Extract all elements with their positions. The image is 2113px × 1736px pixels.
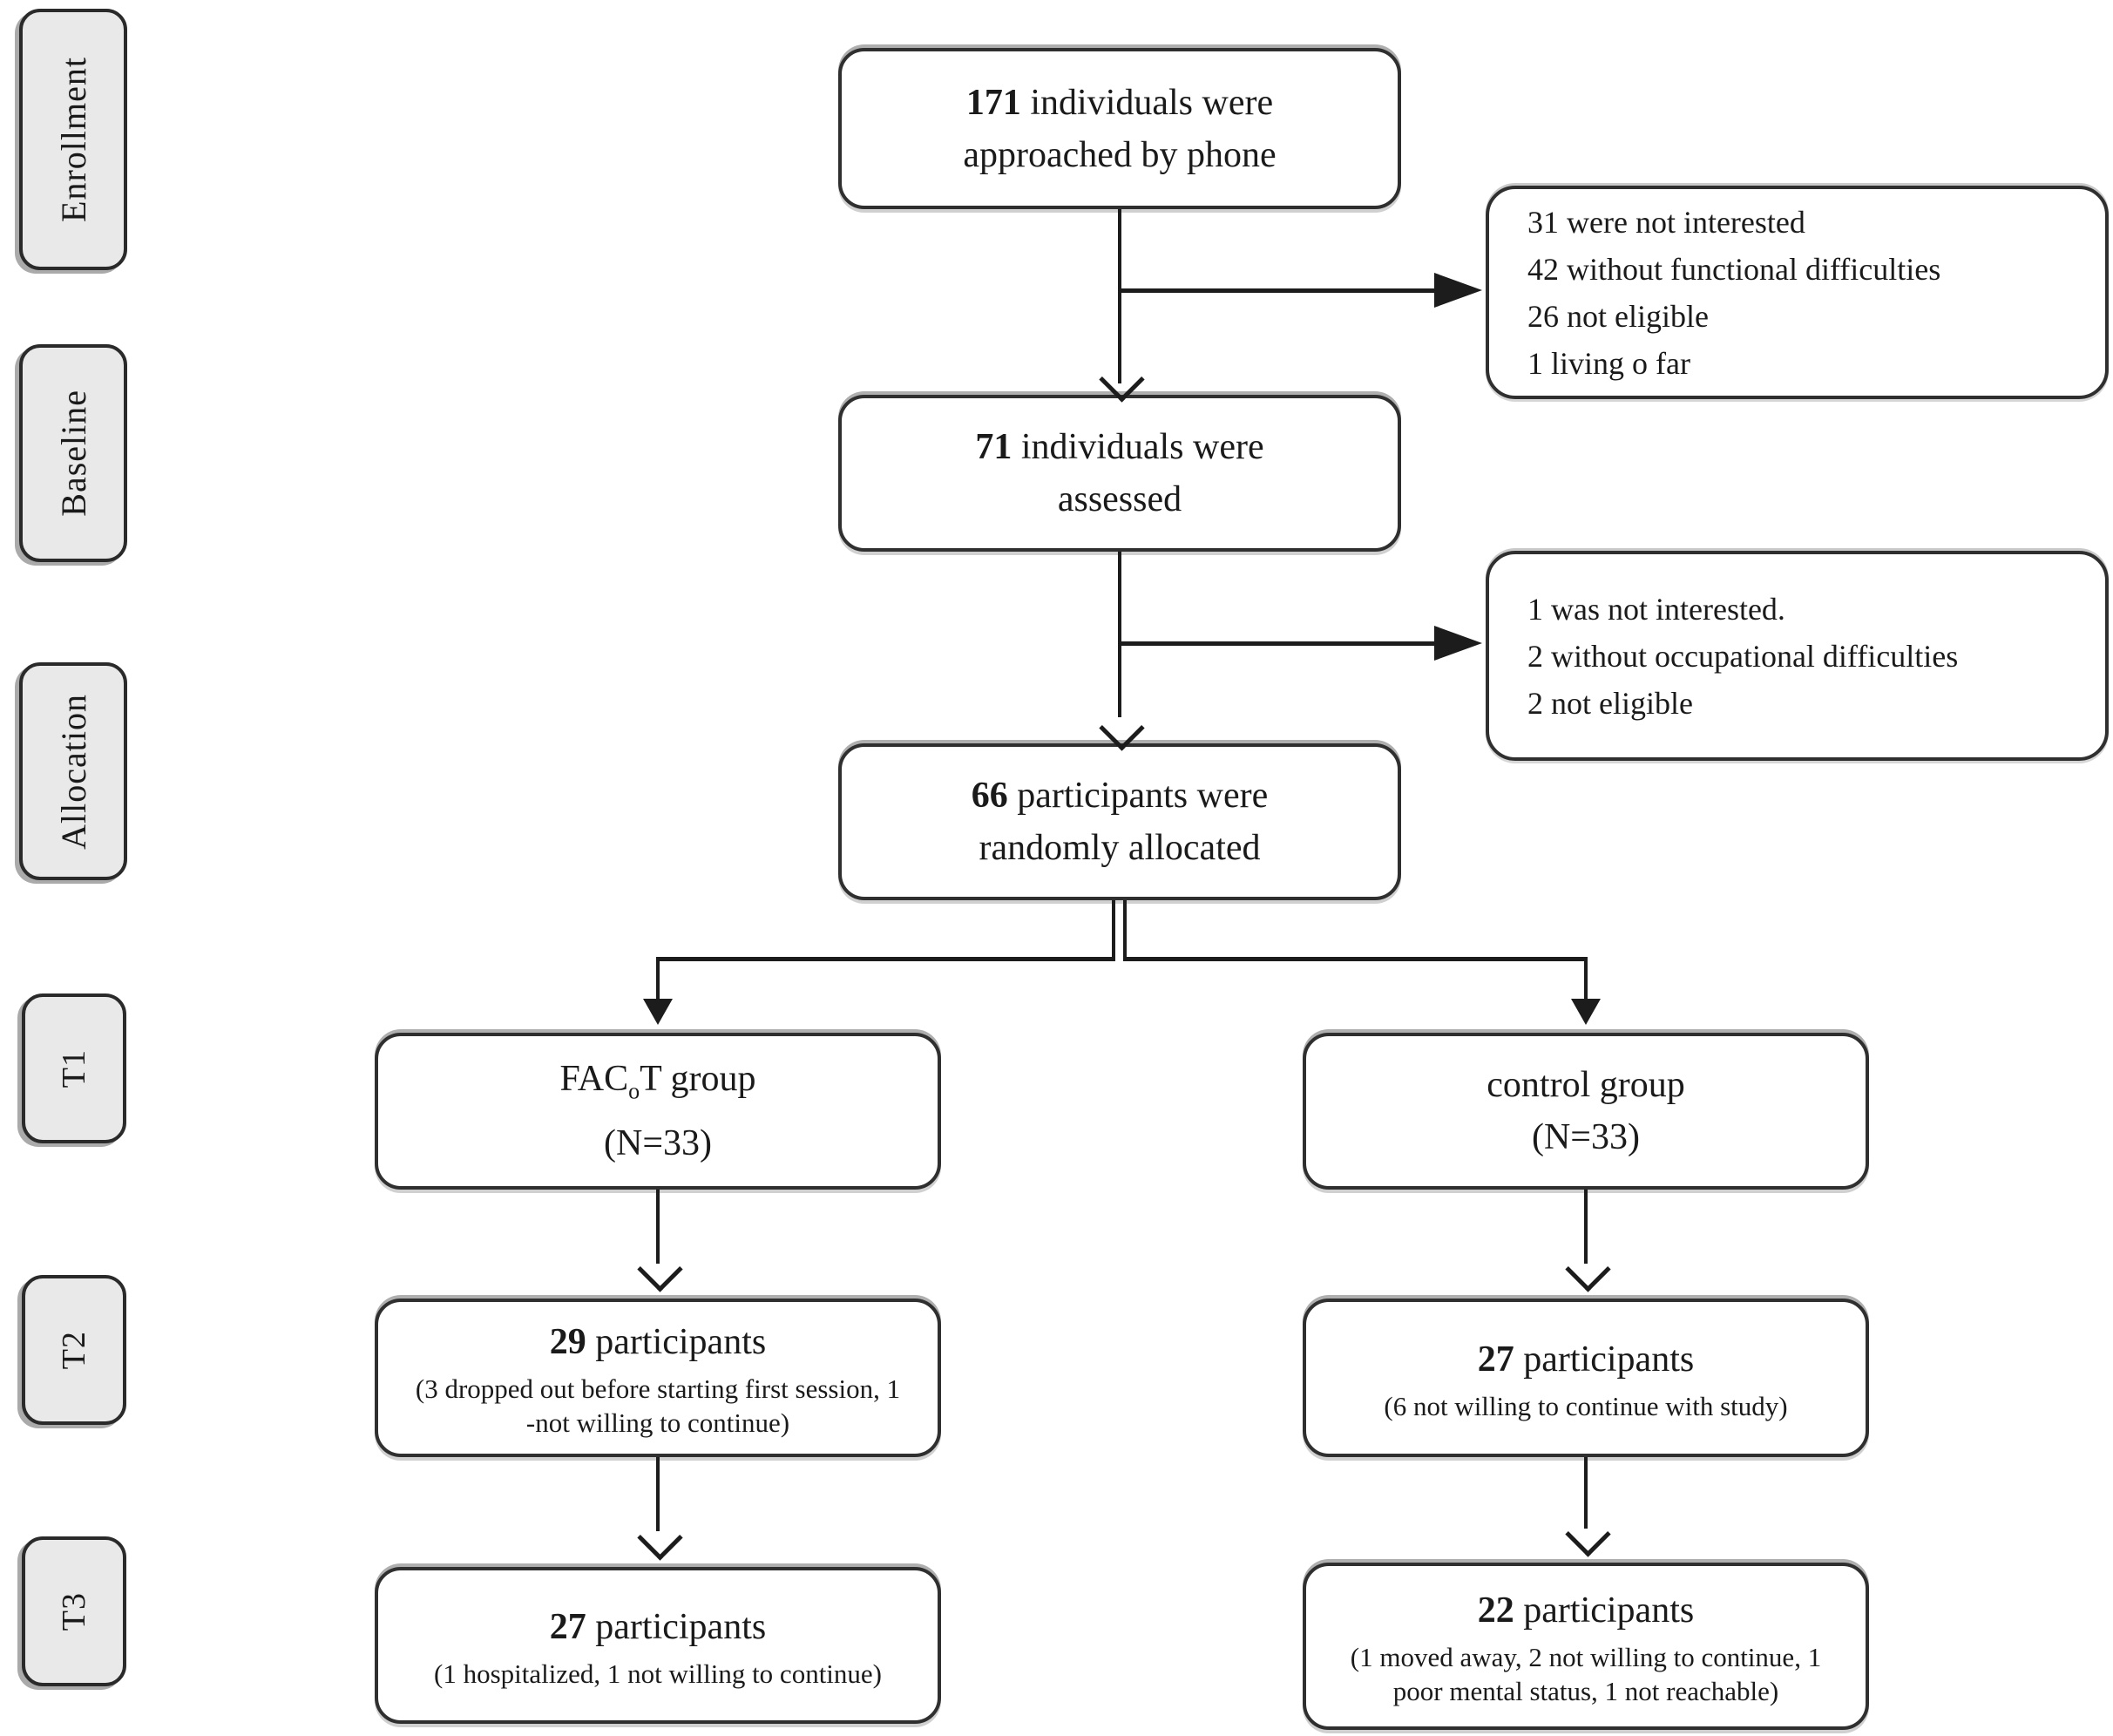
connector-drop-control [1584,957,1588,1000]
assessed-text: 71 individuals were assessed [975,421,1263,526]
facot-name-sub: o [628,1078,640,1104]
assessed-rest: individuals were [1020,427,1264,467]
exclusion-line: 2 not eligible [1527,685,1693,721]
box-facot-t2: 29 participants (3 dropped out before st… [375,1299,941,1457]
exclusion-line: 2 without occupational difficulties [1527,638,1959,674]
facot-group-name: FACoT group (N=33) [560,1053,756,1170]
stage-label-enrollment: Enrollment [53,57,93,222]
stage-label-allocation: Allocation [53,693,93,850]
control-group-n: (N=33) [1531,1117,1640,1157]
approached-rest: individuals were [1030,82,1274,123]
stage-label-t3: T3 [56,1591,92,1631]
connector-allocation-split-left-line [1112,900,1115,961]
box-facot-t3: 27 participants (1 hospitalized, 1 not w… [375,1567,941,1724]
box-control-t2: 27 participants (6 not willing to contin… [1303,1299,1869,1457]
connector-to-baseline-exclusions [1120,641,1438,646]
control-t3-note: (1 moved away, 2 not willing to continue… [1350,1642,1822,1706]
allocated-count: 66 [971,776,1008,816]
box-control-group: control group (N=33) [1303,1033,1869,1190]
stage-label-baseline: Baseline [53,390,93,517]
arrowhead-down-facot-t2 [637,1246,683,1292]
connector-assessed-to-allocated [1118,552,1121,717]
facot-group-n: (N=33) [604,1123,712,1164]
facot-t3-count: 27 [549,1606,586,1647]
arrowhead-right-baseline-exclusions [1434,626,1482,661]
facot-name-post: T group [640,1058,756,1099]
arrowhead-right-enrollment-exclusions [1434,273,1482,308]
connector-approached-to-assessed [1118,209,1121,383]
connector-drop-facot [656,957,660,1000]
connector-facot-t2-to-t3 [656,1457,660,1531]
stage-box-t1: T1 [22,993,126,1143]
control-t2-count: 27 [1477,1339,1514,1380]
exclusion-line: 1 was not interested. [1527,591,1785,627]
stage-box-allocation: Allocation [19,662,127,880]
assessed-line2: assessed [1057,479,1182,519]
control-t2-headline: 27 participants [1478,1333,1694,1386]
box-control-t3: 22 participants (1 moved away, 2 not wil… [1303,1563,1869,1730]
connector-to-enrollment-exclusions [1120,288,1438,293]
connector-control-t2-to-t3 [1584,1457,1588,1529]
facot-t2-headline: 29 participants [550,1316,766,1368]
exclusion-line: 26 not eligible [1527,298,1709,334]
control-t3-rest: participants [1523,1590,1695,1631]
stage-box-t3: T3 [22,1536,126,1686]
control-t2-rest: participants [1523,1339,1695,1380]
box-approached-by-phone: 171 individuals were approached by phone [838,48,1401,209]
arrowhead-down-facot-group [643,999,673,1025]
stage-box-baseline: Baseline [19,344,127,562]
box-randomly-allocated: 66 participants were randomly allocated [838,743,1401,900]
control-t2-note: (6 not willing to continue with study) [1384,1390,1788,1421]
control-t3-headline: 22 participants [1478,1584,1694,1637]
stage-box-enrollment: Enrollment [19,9,127,270]
connector-facot-to-t2 [656,1190,660,1264]
connector-allocation-split-right-line [1123,900,1127,961]
approached-line2: approached by phone [963,134,1277,175]
control-group-name: control group (N=33) [1487,1059,1684,1163]
allocated-rest: participants were [1017,776,1269,816]
control-t3-count: 22 [1477,1590,1514,1631]
connector-control-to-t2 [1584,1190,1588,1264]
arrowhead-down-control-t2 [1565,1246,1611,1292]
allocated-text: 66 participants were randomly allocated [972,770,1269,874]
exclusion-line: 42 without functional difficulties [1527,251,1941,287]
facot-t3-rest: participants [595,1606,767,1647]
box-baseline-exclusions: 1 was not interested. 2 without occupati… [1486,551,2109,761]
facot-t2-count: 29 [549,1322,586,1362]
stage-label-t2: T2 [56,1330,92,1370]
box-facot-group: FACoT group (N=33) [375,1033,941,1190]
connector-split-horizontal-right [1127,957,1588,961]
arrowhead-down-control-t3 [1565,1511,1611,1557]
facot-name-pre: FAC [559,1058,629,1099]
facot-t3-note: (1 hospitalized, 1 not willing to contin… [434,1658,882,1689]
facot-t2-rest: participants [595,1322,767,1362]
assessed-count: 71 [975,427,1012,467]
control-name: control group [1487,1065,1685,1105]
exclusion-line: 1 living o far [1527,345,1690,381]
arrowhead-down-facot-t3 [637,1515,683,1561]
facot-t3-headline: 27 participants [550,1601,766,1653]
facot-t2-note: (3 dropped out before starting first ses… [415,1373,901,1438]
arrowhead-down-control-group [1571,999,1601,1025]
box-enrollment-exclusions: 31 were not interested 42 without functi… [1486,186,2109,399]
approached-count: 171 [965,82,1021,123]
approached-text: 171 individuals were approached by phone [963,77,1276,181]
exclusion-line: 31 were not interested [1527,204,1805,240]
allocated-line2: randomly allocated [979,828,1261,868]
stage-box-t2: T2 [22,1275,126,1425]
box-assessed: 71 individuals were assessed [838,395,1401,552]
stage-label-t1: T1 [56,1048,92,1088]
connector-split-horizontal-left [656,957,1115,961]
